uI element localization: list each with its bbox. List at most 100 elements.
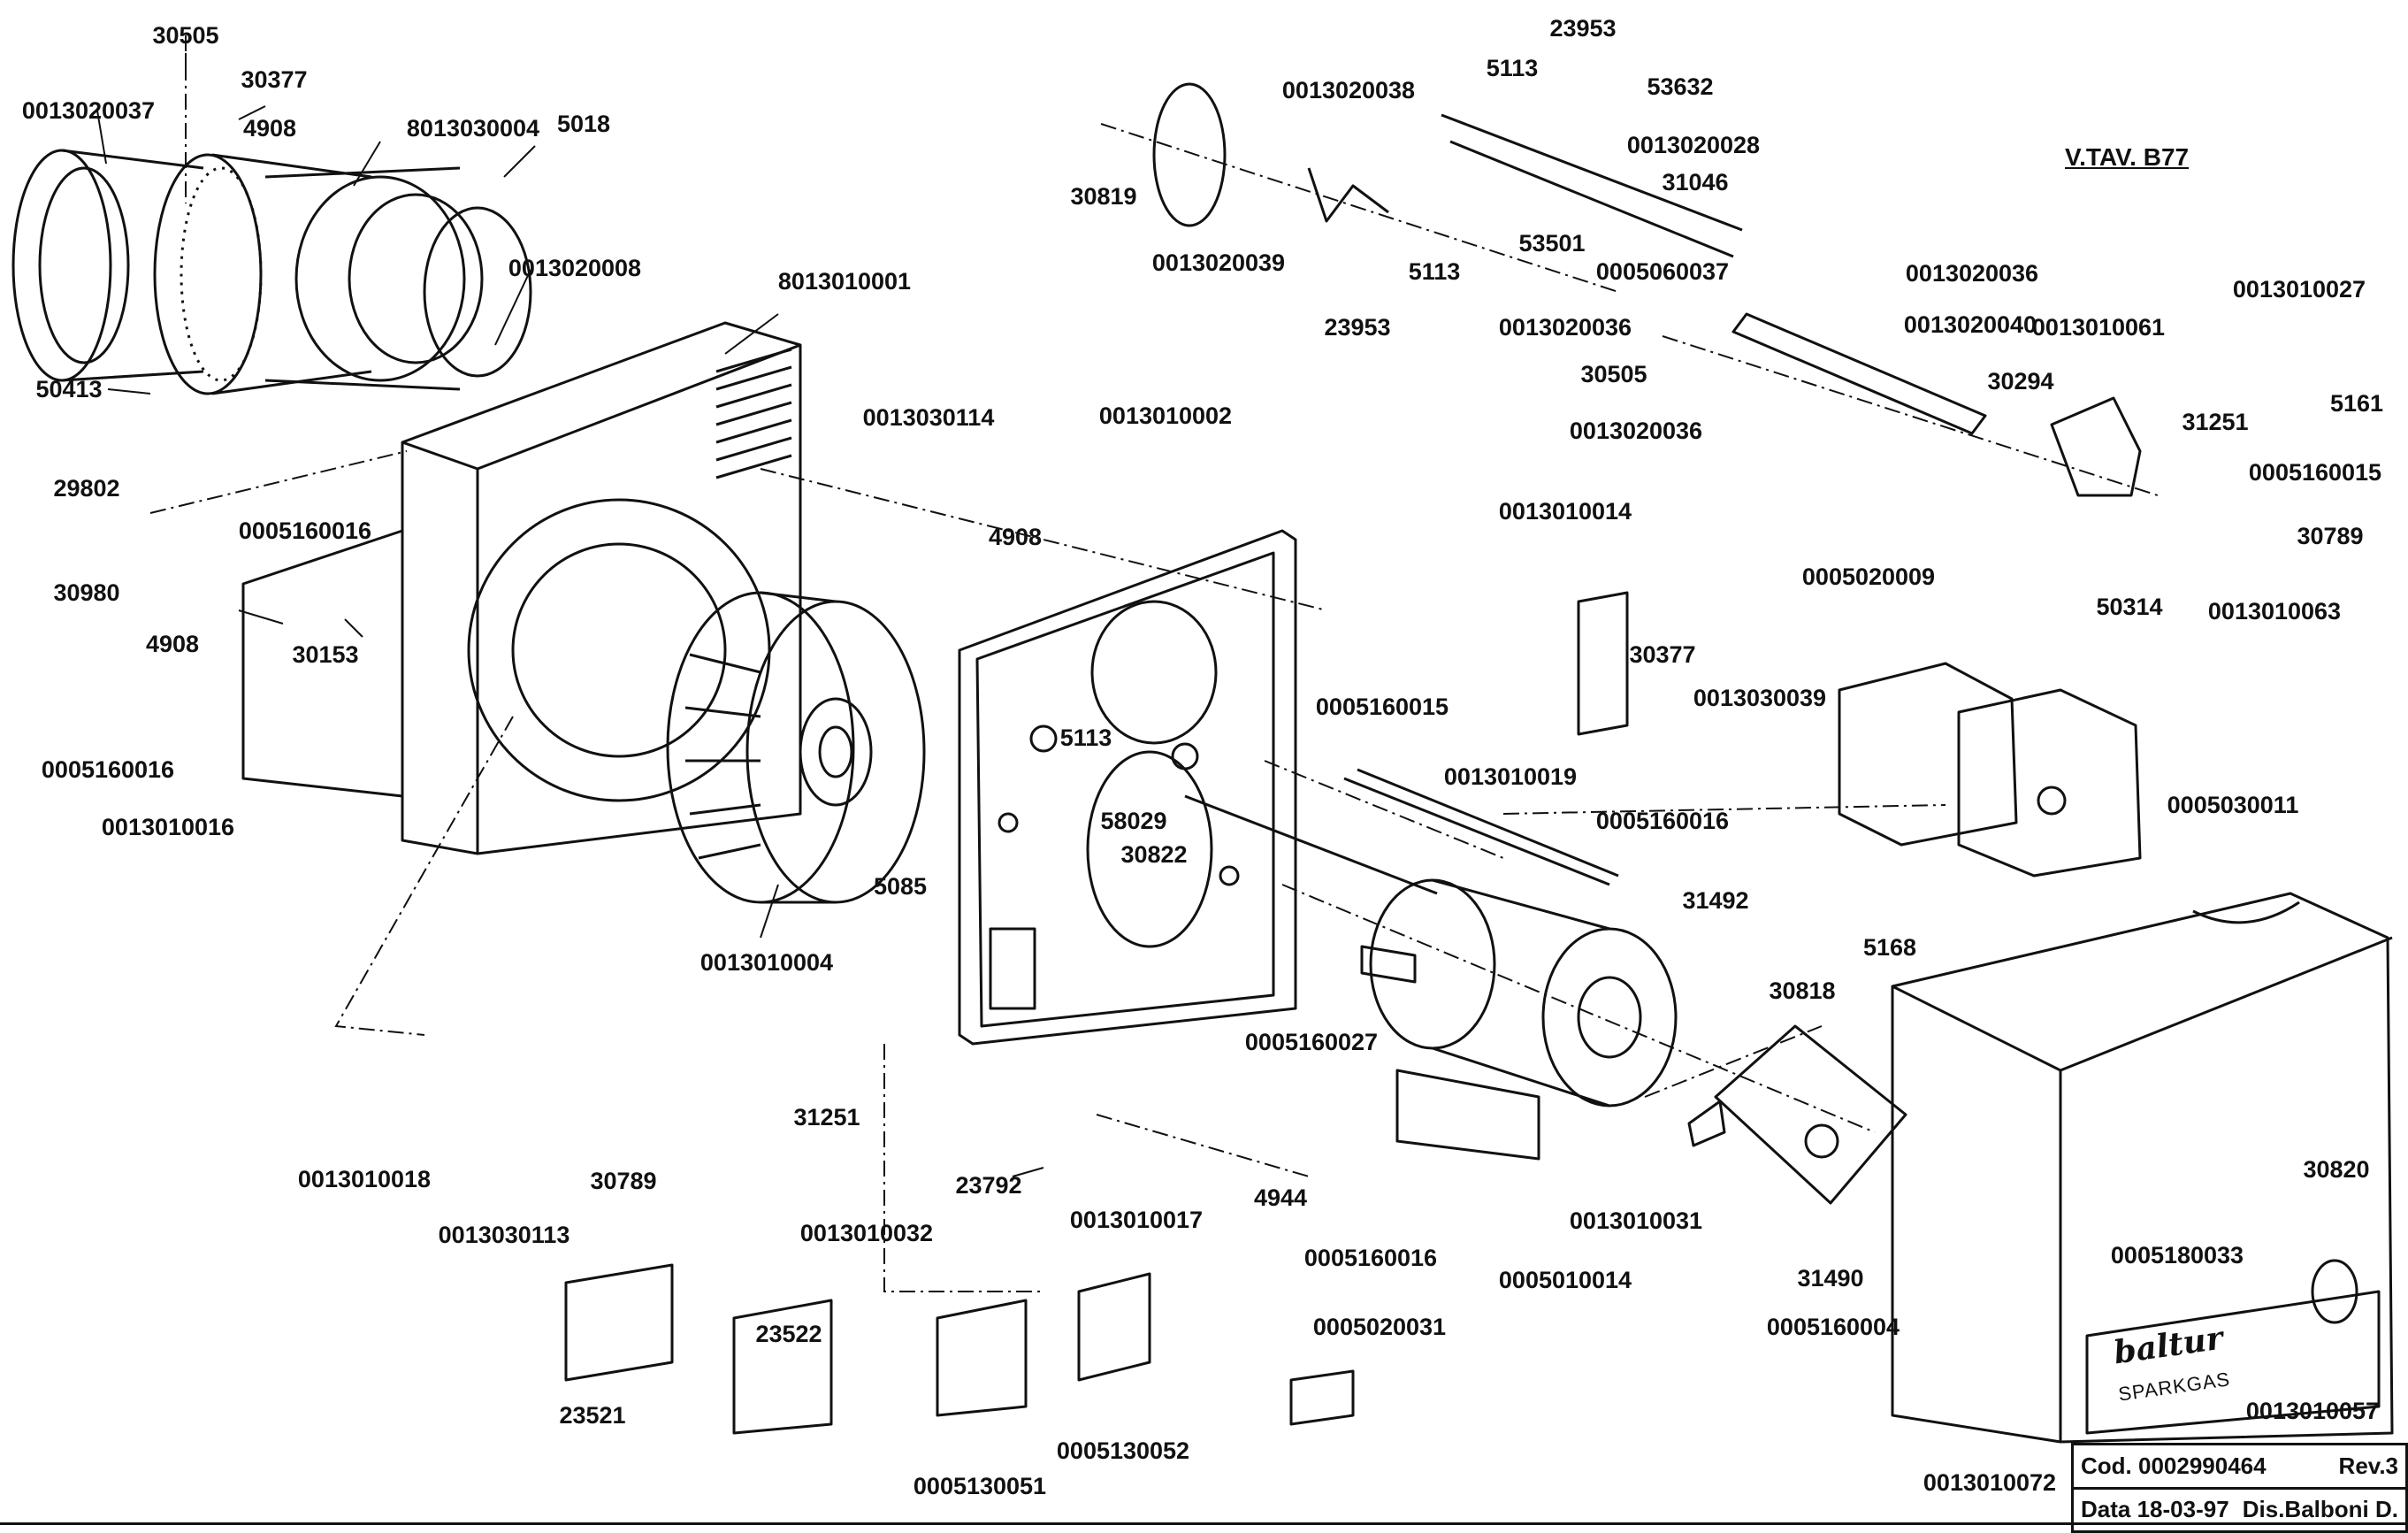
part-label-0013010004: 0013010004 xyxy=(699,949,834,976)
title-block: Cod. 0002990464 Rev.3 Data 18-03-97 Dis.… xyxy=(2071,1443,2408,1533)
part-label-0013020036: 0013020036 xyxy=(1905,260,2039,287)
part-label-23953: 23953 xyxy=(1324,314,1391,341)
part-label-30505: 30505 xyxy=(152,22,219,49)
part-label-30820: 30820 xyxy=(2303,1156,2370,1183)
part-label-0005160015: 0005160015 xyxy=(1315,694,1449,720)
part-label-8013010001: 8013010001 xyxy=(777,268,912,295)
part-label-30377: 30377 xyxy=(1629,641,1696,668)
part-label-0005060037: 0005060037 xyxy=(1595,258,1730,285)
part-label-0013010031: 0013010031 xyxy=(1569,1207,1703,1234)
part-label-0013010061: 0013010061 xyxy=(2031,314,2166,341)
part-label-53632: 53632 xyxy=(1647,73,1714,100)
pump xyxy=(1687,1024,1907,1205)
part-label-53501: 53501 xyxy=(1518,230,1586,257)
nozzle-assembly xyxy=(1152,82,2142,497)
part-label-0013030113: 0013030113 xyxy=(438,1222,570,1248)
part-label-5168: 5168 xyxy=(1862,934,1917,961)
part-label-0005180033: 0005180033 xyxy=(2110,1242,2244,1269)
control-box xyxy=(1577,591,2142,878)
part-label-5085: 5085 xyxy=(873,873,928,900)
part-label-0013010032: 0013010032 xyxy=(799,1220,934,1246)
connectors xyxy=(564,768,1619,1435)
burner-cover xyxy=(1891,892,2394,1444)
title-block-row-date: Data 18-03-97 Dis.Balboni D. xyxy=(2074,1487,2405,1529)
part-label-0013010072: 0013010072 xyxy=(1923,1469,2057,1496)
part-label-0005160016: 0005160016 xyxy=(1303,1245,1438,1271)
drawing-date: Data 18-03-97 xyxy=(2081,1495,2229,1522)
part-label-0013020038: 0013020038 xyxy=(1281,77,1416,103)
title-block-row-code: Cod. 0002990464 Rev.3 xyxy=(2074,1445,2405,1487)
part-label-0005030011: 0005030011 xyxy=(2167,792,2299,818)
part-label-31046: 31046 xyxy=(1662,169,1729,195)
part-label-0005160016: 0005160016 xyxy=(41,756,175,783)
part-label-4908: 4908 xyxy=(988,524,1043,550)
part-label-0013010019: 0013010019 xyxy=(1443,763,1578,790)
drawing-code: Cod. 0002990464 xyxy=(2081,1453,2267,1479)
part-label-0005020031: 0005020031 xyxy=(1312,1314,1447,1340)
part-label-29802: 29802 xyxy=(53,475,120,502)
part-label-30818: 30818 xyxy=(1769,977,1836,1004)
part-label-0013020036: 0013020036 xyxy=(1498,314,1632,341)
part-label-0013010002: 0013010002 xyxy=(1098,402,1233,429)
part-label-30505: 30505 xyxy=(1580,361,1647,387)
part-label-5161: 5161 xyxy=(2329,390,2384,417)
part-label-31490: 31490 xyxy=(1797,1265,1864,1292)
part-label-0013010063: 0013010063 xyxy=(2207,598,2342,625)
part-label-0013010018: 0013010018 xyxy=(297,1166,432,1192)
drawing-revision: Rev.3 xyxy=(2338,1453,2398,1479)
part-label-23522: 23522 xyxy=(755,1321,822,1347)
part-label-0013010027: 0013010027 xyxy=(2232,276,2366,303)
part-label-23521: 23521 xyxy=(559,1402,626,1429)
part-label-30377: 30377 xyxy=(241,66,308,93)
part-label-5113: 5113 xyxy=(1059,724,1112,751)
part-label-23792: 23792 xyxy=(955,1172,1022,1199)
part-label-0013020008: 0013020008 xyxy=(508,255,642,281)
part-label-31492: 31492 xyxy=(1682,887,1749,914)
part-label-30819: 30819 xyxy=(1070,183,1137,210)
part-label-0013010016: 0013010016 xyxy=(101,814,235,840)
blast-tube xyxy=(11,149,532,395)
part-label-0013020036: 0013020036 xyxy=(1569,418,1703,444)
part-label-5113: 5113 xyxy=(1486,55,1539,81)
part-label-0013020037: 0013020037 xyxy=(21,97,156,124)
part-label-58029: 58029 xyxy=(1100,808,1167,834)
part-label-0005160027: 0005160027 xyxy=(1244,1029,1379,1055)
part-label-5018: 5018 xyxy=(556,111,611,137)
part-label-4908: 4908 xyxy=(242,115,297,142)
part-label-50314: 50314 xyxy=(2096,594,2163,620)
mounting-plate xyxy=(958,529,1297,1046)
reference-label: V.TAV. B77 xyxy=(2065,143,2190,171)
part-label-5113: 5113 xyxy=(1408,258,1461,285)
part-label-31251: 31251 xyxy=(2182,409,2249,435)
part-label-0005160004: 0005160004 xyxy=(1766,1314,1900,1340)
part-label-0005020009: 0005020009 xyxy=(1801,563,1936,590)
part-label-30153: 30153 xyxy=(292,641,359,668)
part-label-50413: 50413 xyxy=(35,376,103,402)
part-label-30294: 30294 xyxy=(1987,368,2054,395)
part-label-23953: 23953 xyxy=(1549,15,1617,42)
part-label-30822: 30822 xyxy=(1120,841,1188,868)
fan-housing xyxy=(241,321,802,855)
part-label-0013020040: 0013020040 xyxy=(1903,311,2037,338)
drawn-by: Dis.Balboni D. xyxy=(2242,1495,2398,1522)
part-label-0005160016: 0005160016 xyxy=(238,517,372,544)
part-label-0013010057: 0013010057 xyxy=(2245,1398,2380,1424)
part-label-0005130051: 0005130051 xyxy=(913,1473,1047,1499)
part-label-8013030004: 8013030004 xyxy=(406,115,540,142)
bottom-border xyxy=(0,1522,2408,1525)
part-label-0013020028: 0013020028 xyxy=(1626,132,1761,158)
part-label-0013030114: 0013030114 xyxy=(862,404,995,431)
part-label-0005130052: 0005130052 xyxy=(1056,1437,1190,1464)
part-label-30789: 30789 xyxy=(2297,523,2364,549)
part-label-0013010014: 0013010014 xyxy=(1498,498,1632,525)
part-label-0013010017: 0013010017 xyxy=(1069,1207,1204,1233)
part-label-0013030039: 0013030039 xyxy=(1693,685,1827,711)
leader-lines xyxy=(96,53,1044,1177)
part-label-30789: 30789 xyxy=(590,1168,657,1194)
fan-wheel xyxy=(666,591,926,904)
part-label-30980: 30980 xyxy=(53,579,120,606)
motor xyxy=(1360,878,1678,1161)
part-label-4944: 4944 xyxy=(1253,1184,1308,1211)
part-label-31251: 31251 xyxy=(793,1104,860,1131)
